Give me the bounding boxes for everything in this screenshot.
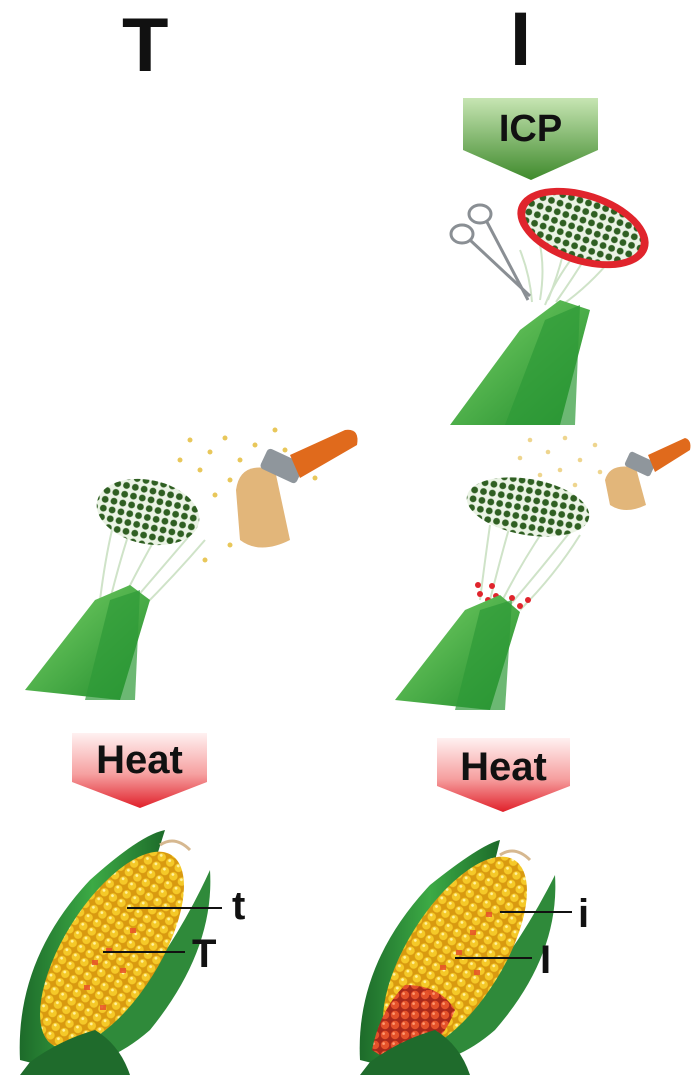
- callout-right-top: i: [578, 894, 589, 934]
- right-corn-ear-illustration: [355, 835, 555, 1076]
- callout-left-bottom: T: [192, 934, 216, 974]
- left-paint-brush-icon: [236, 430, 358, 548]
- heat-label-right: Heat: [437, 745, 570, 790]
- callout-left-top: t: [232, 886, 245, 926]
- callout-right-bottom: I: [540, 940, 551, 980]
- left-pollination-illustration: [25, 428, 358, 701]
- right-pollination-illustration: [395, 436, 690, 710]
- heat-label-left: Heat: [72, 738, 207, 783]
- right-paint-brush-icon: [605, 438, 690, 510]
